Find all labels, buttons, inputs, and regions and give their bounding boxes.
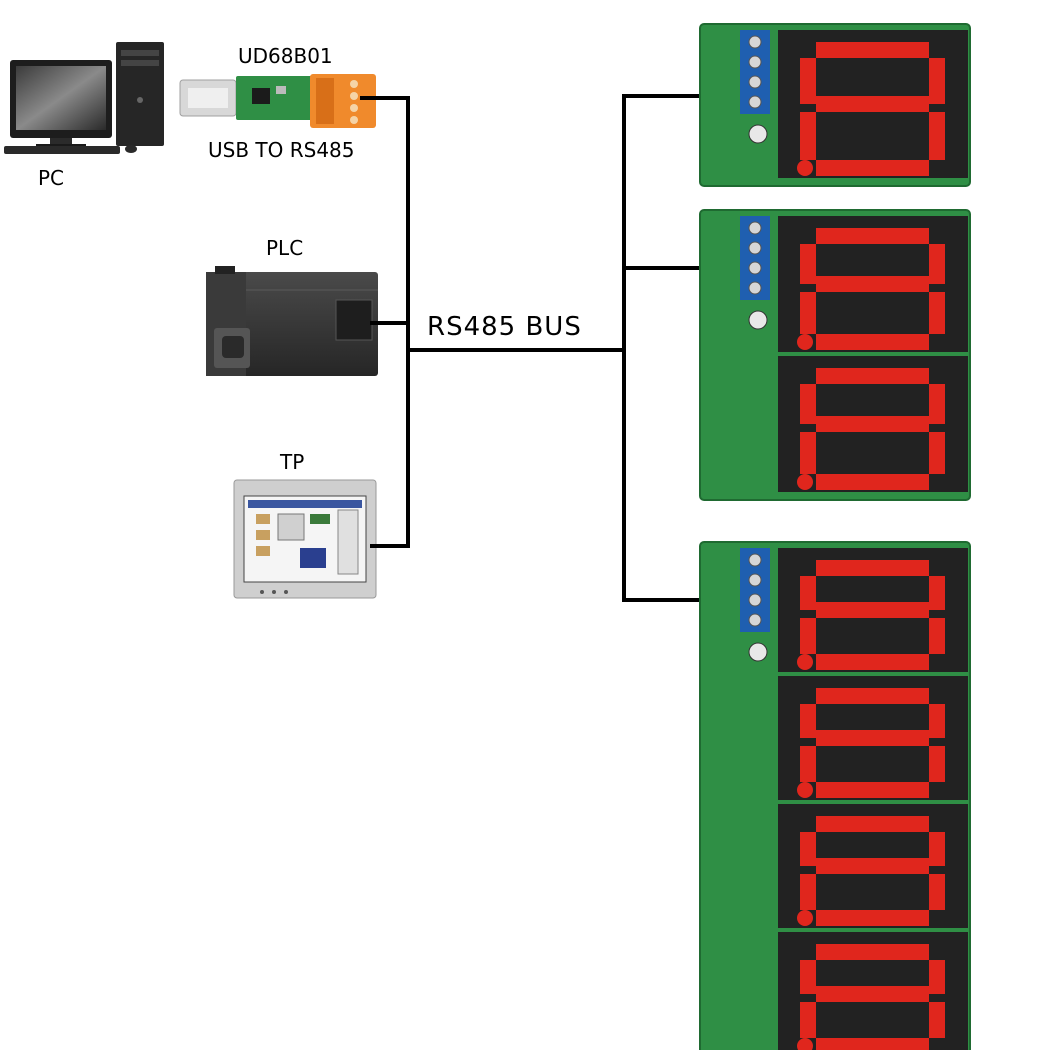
segment [929, 618, 945, 654]
terminal-screw [748, 35, 762, 49]
segment [929, 244, 945, 284]
segment [929, 832, 945, 866]
segment [929, 1002, 945, 1038]
decimal-point [797, 1038, 813, 1050]
decimal-point [797, 334, 813, 350]
segment [816, 42, 929, 58]
segment [800, 704, 816, 738]
digit-3 [778, 804, 968, 928]
segment [800, 292, 816, 334]
segment [929, 576, 945, 610]
segment [929, 432, 945, 474]
segment [800, 384, 816, 424]
decimal-point [797, 160, 813, 176]
display-module-2 [699, 209, 971, 501]
segment [816, 858, 929, 874]
segment [800, 874, 816, 910]
segment [929, 960, 945, 994]
segment [816, 944, 929, 960]
segment [929, 112, 945, 160]
segment [816, 474, 929, 490]
display-module-3 [699, 541, 971, 1050]
segment [816, 1038, 929, 1050]
segment [816, 816, 929, 832]
converter-model-label: UD68B01 [238, 44, 333, 68]
pc-label: PC [38, 166, 65, 190]
terminal-screw [748, 55, 762, 69]
terminal-screw [748, 75, 762, 89]
segment [816, 602, 929, 618]
pc-icon [4, 42, 164, 154]
segment [816, 910, 929, 926]
terminal-screw [748, 221, 762, 235]
segment [929, 384, 945, 424]
capacitor [748, 310, 768, 330]
segment [816, 688, 929, 704]
rs485-bus-label: RS485 BUS [427, 312, 582, 342]
segment [800, 618, 816, 654]
segment [929, 874, 945, 910]
converter-desc-label: USB TO RS485 [208, 138, 355, 162]
segment [800, 960, 816, 994]
capacitor [748, 642, 768, 662]
segment [816, 986, 929, 1002]
terminal-screw [748, 553, 762, 567]
segment [929, 746, 945, 782]
terminal-screw [748, 95, 762, 109]
segment [929, 292, 945, 334]
segment [800, 244, 816, 284]
segment [816, 368, 929, 384]
usb-rs485-converter [179, 74, 376, 128]
plc-icon [206, 266, 378, 376]
segment [800, 832, 816, 866]
segment [800, 1002, 816, 1038]
wire-converter [360, 96, 410, 548]
segment [800, 746, 816, 782]
digit-2 [778, 676, 968, 800]
digit-2 [778, 356, 968, 492]
plc-label: PLC [266, 236, 304, 260]
segment [816, 334, 929, 350]
display-modules [699, 23, 971, 1050]
segment [816, 276, 929, 292]
segment [800, 112, 816, 160]
segment [816, 730, 929, 746]
decimal-point [797, 474, 813, 490]
terminal-screw [748, 281, 762, 295]
segment [929, 704, 945, 738]
digit-1 [778, 30, 968, 178]
decimal-point [797, 782, 813, 798]
decimal-point [797, 654, 813, 670]
digit-4 [778, 932, 968, 1050]
segment [816, 782, 929, 798]
capacitor [748, 124, 768, 144]
touch-panel-icon [233, 479, 377, 599]
digit-1 [778, 548, 968, 672]
segment [816, 228, 929, 244]
terminal-screw [748, 573, 762, 587]
segment [816, 96, 929, 112]
segment [800, 576, 816, 610]
segment [816, 160, 929, 176]
segment [800, 58, 816, 104]
tp-label: TP [280, 450, 305, 474]
segment [929, 58, 945, 104]
segment [816, 416, 929, 432]
converter-terminal-screws [350, 80, 358, 124]
decimal-point [797, 910, 813, 926]
terminal-screw [748, 261, 762, 275]
segment [816, 654, 929, 670]
digit-1 [778, 216, 968, 352]
segment [800, 432, 816, 474]
terminal-screw [748, 241, 762, 255]
display-module-1 [699, 23, 971, 187]
segment [816, 560, 929, 576]
terminal-screw [748, 613, 762, 627]
terminal-screw [748, 593, 762, 607]
bus-wiring [360, 94, 767, 602]
